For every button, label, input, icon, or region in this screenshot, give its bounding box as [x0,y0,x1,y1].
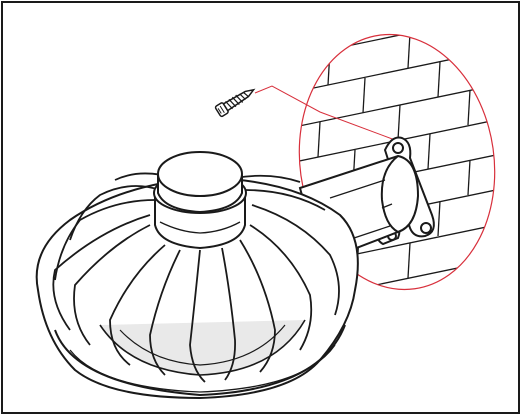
wood-screw-icon [214,88,256,118]
detail-callout-circle [298,33,496,291]
cooling-fins [52,172,340,383]
driver-cap [153,151,247,250]
light-fixture [35,176,359,400]
screw-guide-line [254,85,396,141]
